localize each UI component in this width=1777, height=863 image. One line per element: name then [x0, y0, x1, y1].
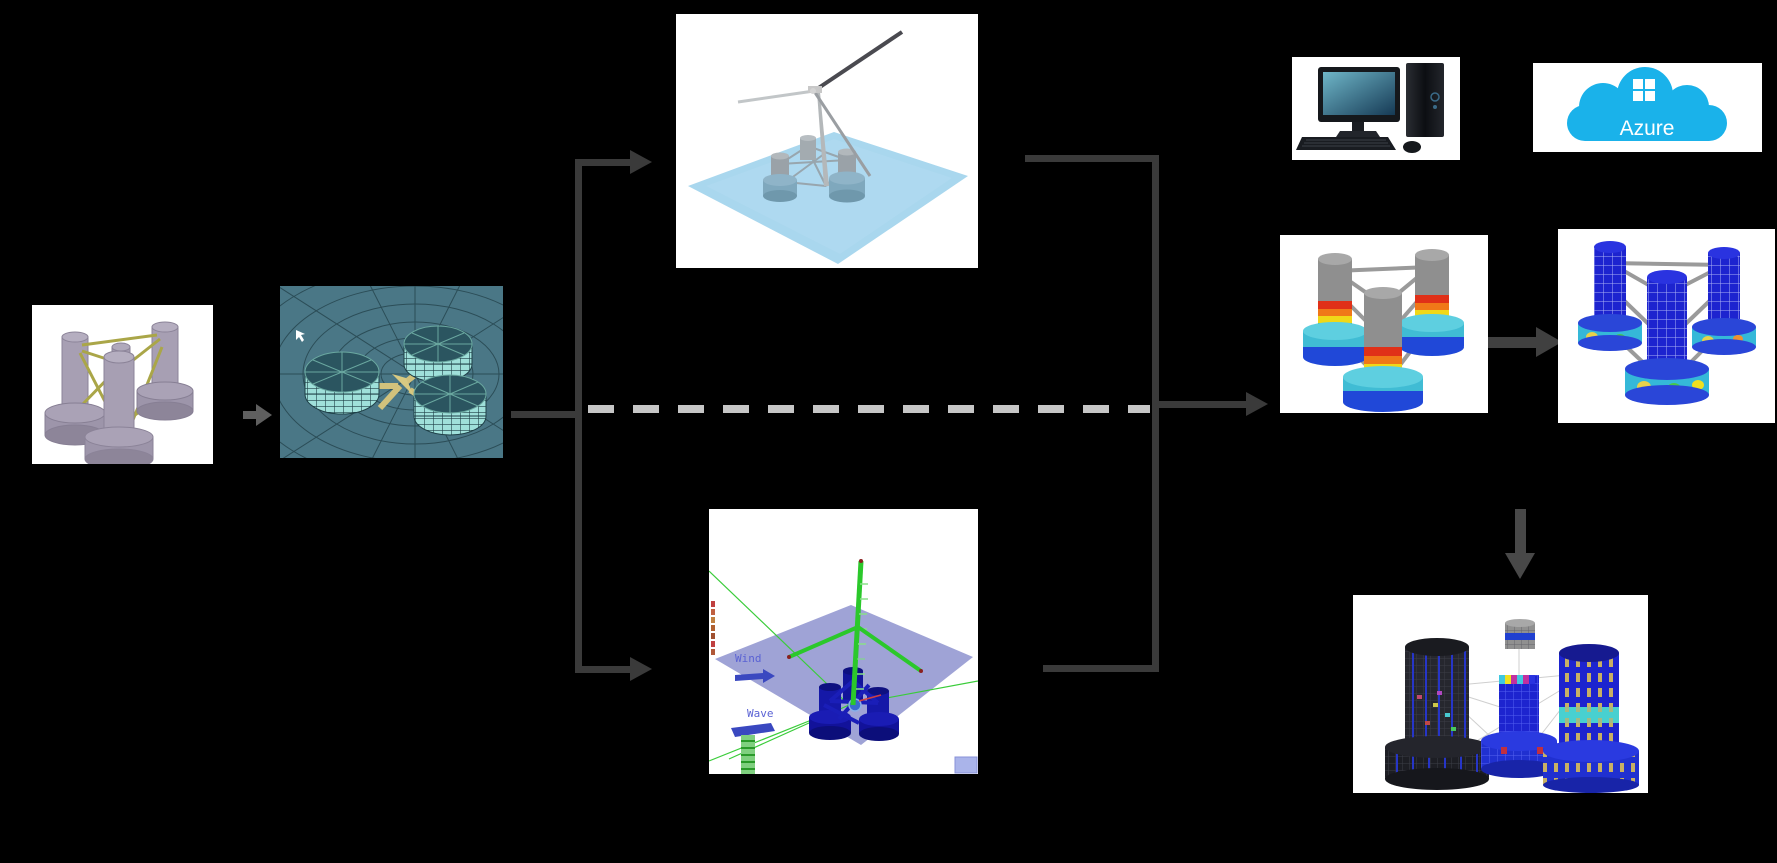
wave-arrow-icon — [731, 723, 775, 737]
fatigue-tower-stub — [1505, 619, 1535, 649]
pontoon-back — [800, 135, 816, 160]
mouse-icon — [1403, 141, 1421, 153]
keyboard-icon — [1296, 137, 1396, 150]
mapped-mesh-icon — [1578, 241, 1756, 405]
stress-map-icon — [1303, 249, 1464, 412]
desktop-computer-icon — [1296, 63, 1444, 153]
tower-icon — [1406, 63, 1444, 137]
wave-annotation: Wave — [731, 707, 775, 737]
mini-colorbar — [711, 601, 715, 655]
mesh-center-structure — [392, 374, 420, 396]
to-fatigue-arrow-shaft — [1515, 509, 1526, 553]
azure-cloud-image: Azure — [1533, 63, 1762, 152]
coupled-hydro-model-icon — [688, 30, 968, 264]
mapped-column-center — [1625, 270, 1709, 405]
platform-cad-model-icon — [44, 321, 194, 464]
fatigue-result-icon — [1385, 619, 1639, 793]
pontoon-right — [829, 148, 865, 203]
hydro-output-line — [1025, 155, 1159, 162]
wind-arrow-icon — [735, 669, 775, 683]
mapped-column-left — [1578, 241, 1642, 351]
cad-front-column — [84, 350, 154, 464]
left-branch-trunk-line — [575, 159, 582, 673]
stress-to-mesh-arrow-head — [1536, 327, 1562, 357]
wave-gauge — [741, 735, 755, 774]
stress-map-image — [1280, 235, 1488, 413]
cursor-icon — [296, 330, 305, 342]
azure-cloud-icon: Azure — [1567, 67, 1727, 141]
hydrodynamic-mesh-icon — [280, 286, 503, 458]
mapped-column-right — [1692, 247, 1756, 355]
sim-legend-box — [954, 756, 978, 774]
to-sim-model-arrow-head — [630, 657, 652, 681]
to-stress-map-arrow-shaft — [1152, 401, 1246, 408]
monitor-icon — [1318, 67, 1400, 137]
wave-label: Wave — [747, 707, 774, 720]
to-sim-model-arrow-shaft — [575, 666, 630, 673]
sim-output-line — [1043, 665, 1159, 672]
mesh-to-trunk-line — [511, 411, 579, 418]
fatigue-cylinder-left — [1385, 638, 1489, 790]
wind-label: Wind — [735, 652, 762, 665]
to-hydro-model-arrow-head — [630, 150, 652, 174]
to-fatigue-arrow-head — [1505, 553, 1535, 579]
desktop-computer-image — [1292, 57, 1460, 160]
water-highlight — [706, 139, 952, 254]
windows-logo-icon — [1633, 79, 1655, 101]
cad-to-mesh-arrow-head — [256, 404, 272, 426]
cad-to-mesh-arrow-shaft — [243, 411, 257, 419]
stress-column-left — [1303, 253, 1367, 366]
fatigue-cylinder-right — [1543, 644, 1639, 793]
stress-to-mesh-arrow-shaft — [1488, 337, 1536, 348]
mesh-cylinder-top — [403, 325, 473, 383]
sim-turbine — [787, 559, 923, 706]
to-stress-map-arrow-head — [1246, 392, 1268, 416]
turbine-rotor — [737, 30, 904, 177]
cad-bases — [44, 381, 194, 446]
aeroelastic-sim-image: Wind Wave — [709, 509, 978, 774]
stress-column-center — [1343, 287, 1423, 412]
mesh-cylinder-bottom — [413, 374, 487, 436]
to-hydro-model-arrow-shaft — [575, 159, 630, 166]
fatigue-cylinder-center — [1481, 675, 1557, 778]
stress-column-right — [1400, 249, 1464, 356]
wind-annotation: Wind — [735, 652, 775, 683]
mesh-cylinder-left — [304, 351, 380, 415]
platform-cad-model-image — [32, 305, 213, 464]
fatigue-result-image — [1353, 595, 1648, 793]
coupled-hydro-model-image — [676, 14, 978, 268]
dashed-bypass-line — [588, 405, 1150, 413]
azure-label: Azure — [1620, 117, 1675, 140]
pontoon-left — [763, 152, 797, 202]
turbine-tower — [817, 92, 829, 186]
hydrodynamic-mesh-image — [280, 286, 503, 458]
right-collector-trunk-line — [1152, 155, 1159, 672]
mapped-mesh-image — [1558, 229, 1775, 423]
aeroelastic-sim-icon: Wind Wave — [709, 559, 978, 774]
